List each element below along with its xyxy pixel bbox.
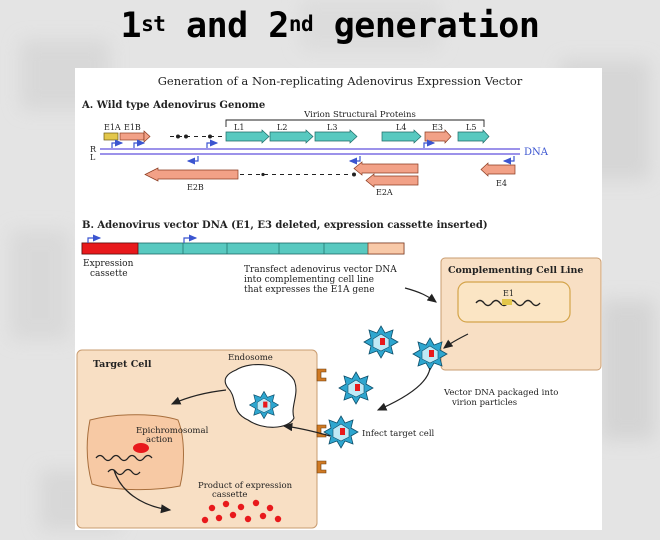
gene-box-e1a — [103, 132, 119, 141]
gene-label-l5: L5 — [466, 123, 476, 132]
target-nucleus — [86, 414, 184, 491]
transfect-line2: into complementing cell line — [244, 275, 374, 285]
chromosomal-dna-wave-2 — [107, 468, 141, 476]
promoter-arrow-2 — [133, 139, 146, 148]
virion-in-endosome — [249, 390, 279, 420]
e1-gene-label: E1 — [503, 289, 514, 298]
infect-label: Infect target cell — [362, 429, 435, 439]
expression-products — [201, 499, 282, 524]
gene-label-e4: E4 — [496, 179, 507, 188]
promoter-arrow-6 — [348, 156, 361, 165]
packaged-arrow — [376, 367, 431, 411]
chromosomal-dna-wave — [95, 454, 153, 462]
gene-arrow-e2b — [144, 167, 239, 182]
packaged-line1: Vector DNA packaged into — [443, 388, 558, 398]
gene-arrow-l1 — [225, 129, 270, 144]
endosome — [224, 364, 297, 428]
gene-label-e1a: E1A — [104, 123, 121, 132]
slide-title: 1st and 2nd generation — [120, 6, 540, 46]
transfect-line1: Transfect adenovirus vector DNA — [244, 265, 397, 275]
structural-proteins-bracket — [225, 119, 485, 127]
transfect-arrow — [404, 287, 437, 303]
endosome-to-nucleus-arrow — [170, 389, 227, 405]
strand-l-label: L — [90, 153, 96, 162]
epichromosomal-line1: Epichromosomal — [136, 426, 209, 436]
promoter-arrow-5 — [186, 156, 199, 165]
cassette-label-line1: Expression — [83, 259, 134, 269]
complementing-nucleus — [457, 281, 571, 323]
product-line2: cassette — [212, 490, 247, 500]
receptor-3 — [316, 460, 327, 474]
expression-arrow — [113, 469, 172, 514]
virion-2 — [412, 337, 448, 371]
gene-label-e2a: E2A — [376, 188, 393, 197]
gene-label-l3: L3 — [327, 123, 337, 132]
packaged-line2: virion particles — [451, 398, 517, 408]
gene-label-l1: L1 — [234, 123, 244, 132]
budding-arrow — [443, 333, 469, 349]
figure-heading: Generation of a Non-replicating Adenovir… — [158, 74, 523, 88]
vector-episome — [133, 443, 149, 453]
gene-arrow-e4 — [480, 162, 516, 177]
gene-arrow-l4-a — [381, 129, 422, 144]
dna-label: DNA — [524, 147, 549, 158]
gene-arrow-e2a — [353, 161, 419, 176]
gene-label-e1b: E1B — [124, 123, 141, 132]
section-a-label: A. Wild type Adenovirus Genome — [81, 100, 265, 111]
structural-proteins-label: Virion Structural Proteins — [303, 110, 416, 120]
gene-label-l4: L4 — [396, 123, 406, 132]
cassette-promoter-arrow — [87, 234, 102, 243]
gene-arrow-l5 — [457, 129, 490, 144]
cassette-label-line2: cassette — [90, 269, 128, 279]
receptor-1 — [316, 368, 327, 382]
gene-arrow-e1b — [143, 130, 151, 143]
section-b-label: B. Adenovirus vector DNA (E1, E3 deleted… — [82, 220, 488, 231]
product-line1: Product of expression — [198, 481, 293, 491]
expression-cassette-block — [81, 242, 139, 255]
promoter-arrow-1 — [111, 139, 124, 148]
virion-3 — [338, 371, 374, 405]
gene-arrow-e3 — [424, 129, 452, 144]
transfect-line3: that expresses the E1A gene — [244, 285, 375, 295]
target-cell-title: Target Cell — [93, 359, 152, 370]
complementing-cell-title: Complementing Cell Line — [448, 265, 583, 276]
promoter-arrow-7 — [502, 156, 515, 165]
gene-label-l2: L2 — [277, 123, 287, 132]
promoter-arrow-3 — [206, 139, 219, 148]
vector-promoter-arrow — [183, 234, 198, 243]
gene-arrow-l3 — [314, 129, 358, 144]
epichromosomal-line2: action — [146, 435, 173, 445]
gene-arrow-l2 — [269, 129, 314, 144]
gene-label-e2b: E2B — [187, 183, 204, 192]
virion-4 — [323, 415, 359, 449]
e4-end-block — [367, 242, 405, 255]
infect-arrow — [282, 422, 331, 437]
gene-arrow-e2a-2 — [365, 173, 419, 188]
gene-box-e1b — [119, 132, 145, 141]
virion-1 — [363, 325, 399, 359]
endosome-label: Endosome — [228, 353, 273, 363]
gene-label-e3: E3 — [432, 123, 443, 132]
promoter-arrow-4 — [423, 139, 436, 148]
strand-r-label: R — [90, 145, 97, 154]
